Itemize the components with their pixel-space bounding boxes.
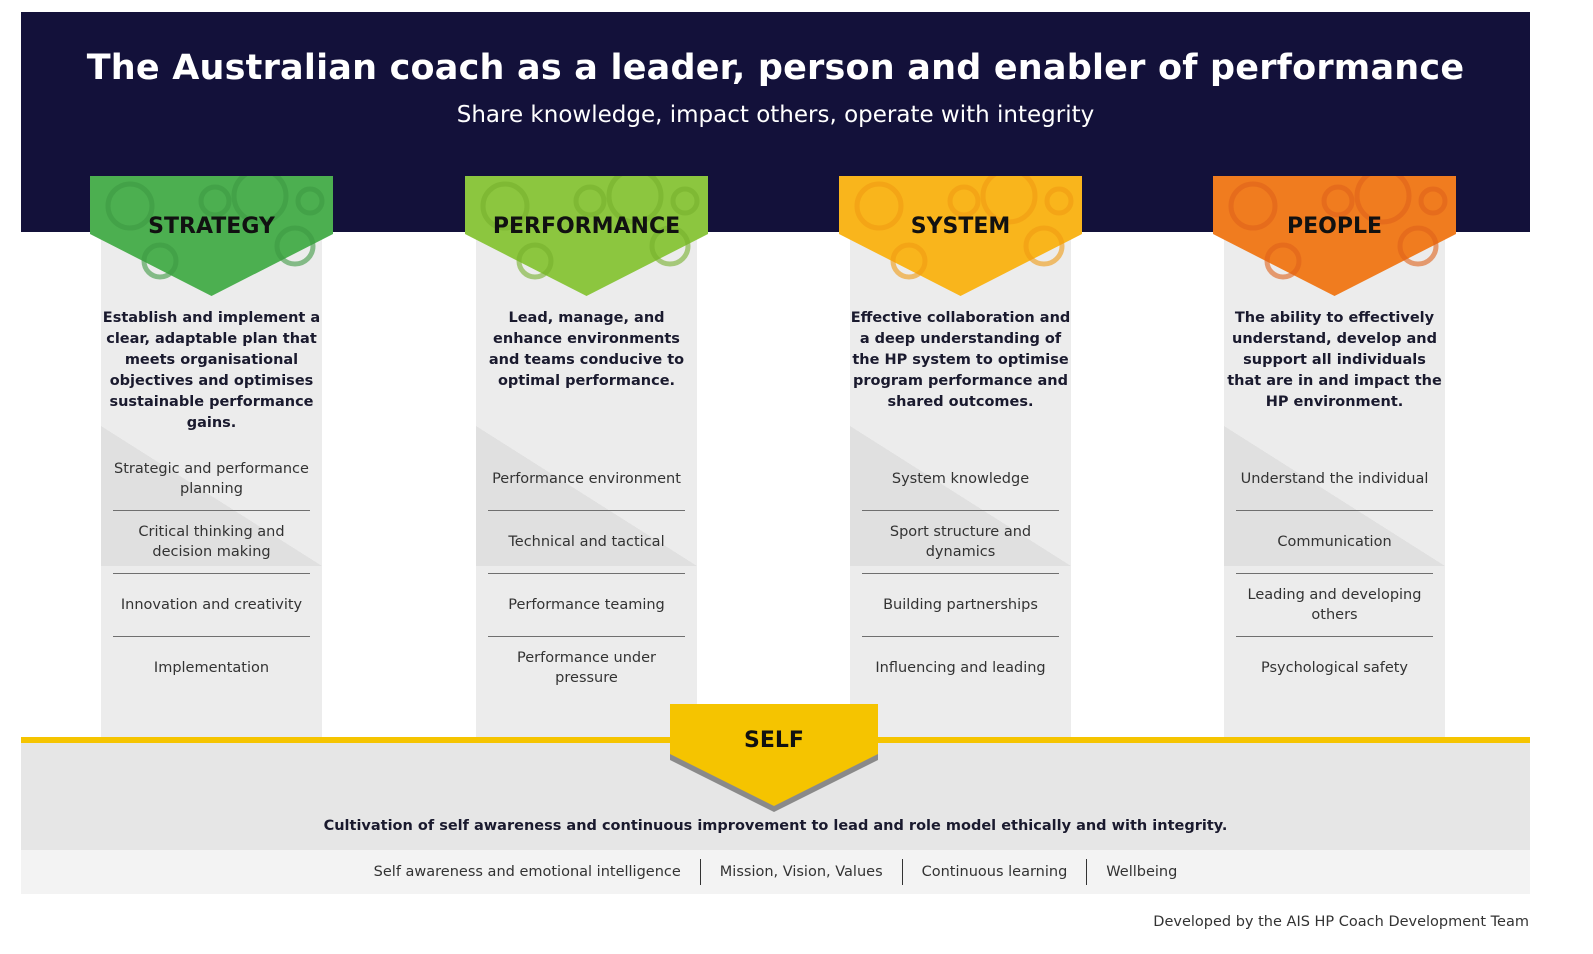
panel-shading bbox=[1224, 426, 1445, 566]
pillar-item: Performance teaming bbox=[488, 574, 685, 637]
self-description: Cultivation of self awareness and contin… bbox=[323, 818, 1228, 834]
pillar-label: STRATEGY bbox=[148, 214, 275, 239]
pillar-item: Performance environment bbox=[488, 448, 685, 511]
self-item: Continuous learning bbox=[921, 864, 1068, 880]
pillar-item: Leading and developing others bbox=[1236, 574, 1433, 637]
pillar-item: Sport structure and dynamics bbox=[862, 511, 1059, 574]
pillar-item: Influencing and leading bbox=[875, 660, 1046, 676]
pillar-item: Technical and tactical bbox=[488, 511, 685, 574]
pillar-item: Strategic and performance planning bbox=[113, 448, 310, 511]
pillar-strategy: STRATEGY Establish and implement a clear,… bbox=[90, 176, 333, 738]
pillar-performance: PERFORMANCE Lead, manage, and enhance env… bbox=[465, 176, 708, 738]
pillar-item: Communication bbox=[1236, 511, 1433, 574]
pillar-label: PERFORMANCE bbox=[492, 214, 681, 239]
self-chevron bbox=[670, 704, 878, 812]
self-items-strip: Self awareness and emotional intelligenc… bbox=[21, 850, 1530, 894]
page-title: The Australian coach as a leader, person… bbox=[86, 48, 1465, 88]
pillar-item: Implementation bbox=[153, 660, 270, 676]
self-item: Self awareness and emotional intelligenc… bbox=[373, 864, 681, 880]
pillar-label: SYSTEM bbox=[910, 214, 1011, 239]
pillar-chevron bbox=[465, 176, 708, 296]
pillar-item: System knowledge bbox=[862, 448, 1059, 511]
panel-shading bbox=[476, 426, 697, 566]
pillar-description: Effective collaboration and a deep under… bbox=[850, 310, 1071, 410]
pillar-system: SYSTEM Effective collaboration and a deep… bbox=[839, 176, 1082, 738]
pillar-item: Performance under pressure bbox=[517, 650, 656, 686]
panel-shading bbox=[850, 426, 1071, 566]
self-item: Mission, Vision, Values bbox=[719, 864, 883, 880]
pillar-item: Innovation and creativity bbox=[113, 574, 310, 637]
pillar-item: Building partnerships bbox=[862, 574, 1059, 637]
pillar-panel bbox=[1224, 176, 1445, 738]
pillar-item: Psychological safety bbox=[1260, 660, 1409, 676]
pillar-people: PEOPLE The ability to effectively underst… bbox=[1213, 176, 1456, 738]
pillar-item: Critical thinking and decision making bbox=[113, 511, 310, 574]
self-item: Wellbeing bbox=[1106, 864, 1178, 880]
page-subtitle: Share knowledge, impact others, operate … bbox=[456, 102, 1095, 128]
pillar-label: PEOPLE bbox=[1286, 214, 1383, 239]
pillar-chevron bbox=[839, 176, 1082, 296]
pillar-item: Understand the individual bbox=[1236, 448, 1433, 511]
self-item-separator bbox=[1086, 859, 1088, 885]
self-item-separator bbox=[699, 859, 701, 885]
self-label: SELF bbox=[744, 728, 804, 753]
panel-shading bbox=[101, 426, 322, 566]
pillar-description: The ability to effectively understand, d… bbox=[1227, 310, 1442, 410]
credit-text: Developed by the AIS HP Coach Developmen… bbox=[1153, 914, 1529, 930]
pillar-description: Lead, manage, and enhance environments a… bbox=[488, 310, 685, 389]
pillar-chevron bbox=[90, 176, 333, 296]
self-item-separator bbox=[901, 859, 903, 885]
pillar-description: Establish and implement a clear, adaptab… bbox=[102, 310, 321, 431]
pillar-chevron bbox=[1213, 176, 1456, 296]
pillar-panel bbox=[476, 176, 697, 738]
